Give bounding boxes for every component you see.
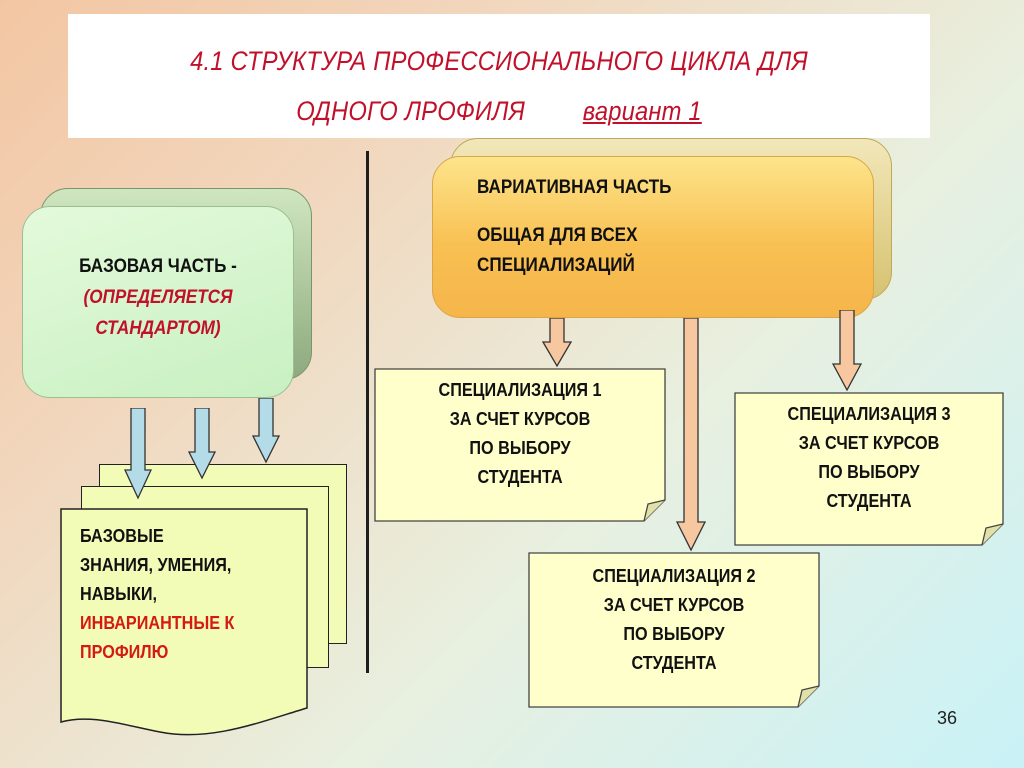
specialization-3-title: СПЕЦИАЛИЗАЦИЯ 3 <box>787 404 951 424</box>
specialization-3-line-4: СТУДЕНТА <box>826 491 912 511</box>
document-shape <box>60 508 308 736</box>
specialization-2-line-3: ПО ВЫБОРУ <box>623 624 725 644</box>
base-knowledge-line-2: ЗНАНИЯ, УМЕНИЯ, <box>80 555 232 575</box>
note-shape <box>374 368 666 522</box>
specialization-3-line-3: ПО ВЫБОРУ <box>818 462 920 482</box>
slide-title-line-2: ОДНОГО ЛРОФИЛЯ вариант 1 <box>120 96 879 127</box>
down-arrow-icon <box>832 310 862 392</box>
specialization-1-line-4: СТУДЕНТА <box>477 467 563 487</box>
variable-part-text: ВАРИАТИВНАЯ ЧАСТЬ ОБЩАЯ ДЛЯ ВСЕХ СПЕЦИАЛ… <box>477 173 671 281</box>
base-knowledge-document: БАЗОВЫЕ ЗНАНИЯ, УМЕНИЯ, НАВЫКИ, ИНВАРИАН… <box>60 508 308 740</box>
base-knowledge-text: БАЗОВЫЕ ЗНАНИЯ, УМЕНИЯ, НАВЫКИ, ИНВАРИАН… <box>80 522 234 667</box>
base-part-box: БАЗОВАЯ ЧАСТЬ - (ОПРЕДЕЛЯЕТСЯ СТАНДАРТОМ… <box>22 188 312 398</box>
variable-part-box-face: ВАРИАТИВНАЯ ЧАСТЬ ОБЩАЯ ДЛЯ ВСЕХ СПЕЦИАЛ… <box>432 156 874 318</box>
specialization-1-title: СПЕЦИАЛИЗАЦИЯ 1 <box>438 380 602 400</box>
base-knowledge-line-5: ПРОФИЛЮ <box>80 642 169 662</box>
slide-title-line-1: 4.1 СТРУКТУРА ПРОФЕССИОНАЛЬНОГО ЦИКЛА ДЛ… <box>190 46 808 76</box>
title-box: 4.1 СТРУКТУРА ПРОФЕССИОНАЛЬНОГО ЦИКЛА ДЛ… <box>68 14 930 138</box>
down-arrow-icon <box>676 318 706 552</box>
vertical-divider <box>366 151 369 673</box>
slide-title-profile: ОДНОГО ЛРОФИЛЯ <box>296 96 525 126</box>
specialization-2-note: СПЕЦИАЛИЗАЦИЯ 2 ЗА СЧЕТ КУРСОВ ПО ВЫБОРУ… <box>528 552 820 708</box>
specialization-3-note: СПЕЦИАЛИЗАЦИЯ 3 ЗА СЧЕТ КУРСОВ ПО ВЫБОРУ… <box>734 392 1004 546</box>
variable-part-sub-1: ОБЩАЯ ДЛЯ ВСЕХ <box>477 225 638 246</box>
specialization-1-text: СПЕЦИАЛИЗАЦИЯ 1 ЗА СЧЕТ КУРСОВ ПО ВЫБОРУ… <box>389 376 652 492</box>
specialization-1-line-2: ЗА СЧЕТ КУРСОВ <box>449 409 591 429</box>
specialization-3-line-2: ЗА СЧЕТ КУРСОВ <box>798 433 940 453</box>
specialization-1-note: СПЕЦИАЛИЗАЦИЯ 1 ЗА СЧЕТ КУРСОВ ПО ВЫБОРУ… <box>374 368 666 522</box>
specialization-3-text: СПЕЦИАЛИЗАЦИЯ 3 ЗА СЧЕТ КУРСОВ ПО ВЫБОРУ… <box>748 400 991 516</box>
variable-part-box: ВАРИАТИВНАЯ ЧАСТЬ ОБЩАЯ ДЛЯ ВСЕХ СПЕЦИАЛ… <box>432 138 892 318</box>
base-part-text: БАЗОВАЯ ЧАСТЬ - (ОПРЕДЕЛЯЕТСЯ СТАНДАРТОМ… <box>37 251 280 344</box>
base-part-sub-2: СТАНДАРТОМ) <box>95 318 221 339</box>
base-part-sub-1: (ОПРЕДЕЛЯЕТСЯ <box>83 287 233 308</box>
down-arrow-icon <box>188 408 216 480</box>
specialization-1-line-3: ПО ВЫБОРУ <box>469 438 571 458</box>
base-knowledge-line-1: БАЗОВЫЕ <box>80 526 164 546</box>
variable-part-sub-2: СПЕЦИАЛИЗАЦИЙ <box>477 255 635 276</box>
specialization-2-title: СПЕЦИАЛИЗАЦИЯ 2 <box>592 566 756 586</box>
base-part-label: БАЗОВАЯ ЧАСТЬ - <box>79 256 237 277</box>
down-arrow-icon <box>124 408 152 500</box>
base-knowledge-line-4: ИНВАРИАНТНЫЕ К <box>80 613 235 633</box>
base-part-box-face: БАЗОВАЯ ЧАСТЬ - (ОПРЕДЕЛЯЕТСЯ СТАНДАРТОМ… <box>22 206 294 398</box>
specialization-2-text: СПЕЦИАЛИЗАЦИЯ 2 ЗА СЧЕТ КУРСОВ ПО ВЫБОРУ… <box>543 562 806 678</box>
specialization-2-line-4: СТУДЕНТА <box>631 653 717 673</box>
note-shape <box>528 552 820 708</box>
down-arrow-icon <box>252 398 280 464</box>
down-arrow-icon <box>542 318 572 368</box>
note-shape <box>734 392 1004 546</box>
slide-title-variant: вариант 1 <box>582 96 702 126</box>
variable-part-label: ВАРИАТИВНАЯ ЧАСТЬ <box>477 177 672 198</box>
specialization-2-line-2: ЗА СЧЕТ КУРСОВ <box>603 595 745 615</box>
page-number: 36 <box>937 708 958 728</box>
base-knowledge-line-3: НАВЫКИ, <box>80 584 157 604</box>
